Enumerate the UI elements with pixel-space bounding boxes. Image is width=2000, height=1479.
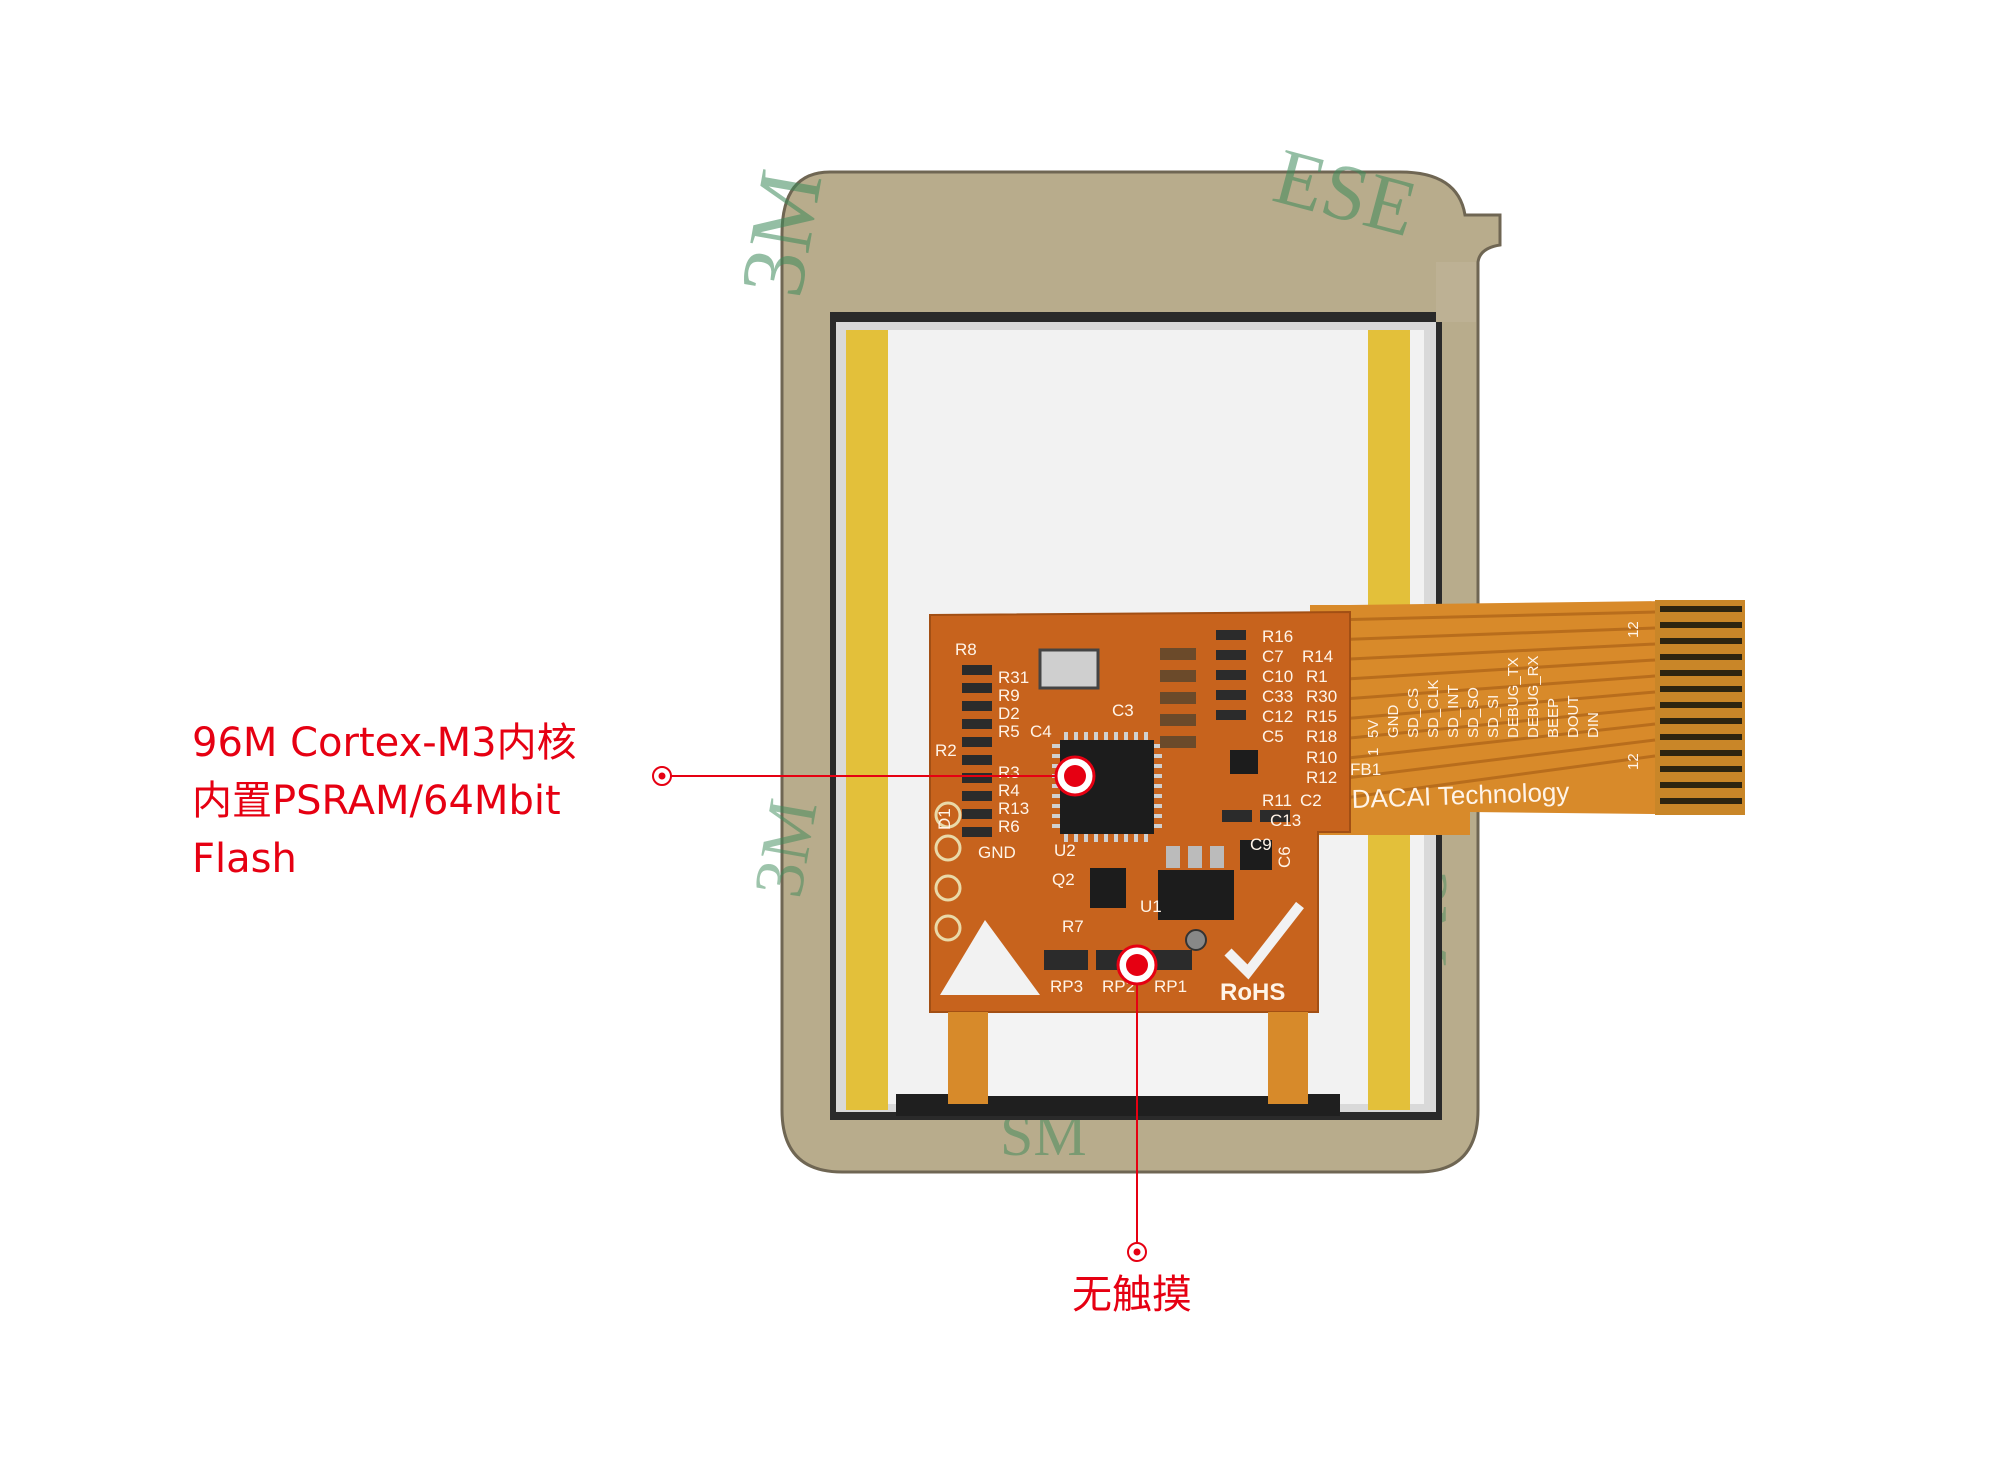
comp-label: R3 (998, 763, 1020, 782)
crystal (1038, 648, 1100, 690)
cpu-annotation: 96M Cortex-M3内核 内置PSRAM/64Mbit Flash (192, 714, 577, 888)
pin-label: GND (1385, 705, 1402, 739)
flex-cable (1310, 600, 1745, 835)
comp-label: C2 (1300, 791, 1322, 810)
comp-label: D2 (998, 704, 1020, 723)
comp-label: R15 (1306, 707, 1337, 726)
cpu-annotation-line: 内置PSRAM/64Mbit (192, 778, 561, 824)
mountain-logo (940, 920, 1040, 995)
svg-text:3M: 3M (722, 163, 841, 303)
comp-label: C13 (1270, 811, 1301, 830)
pin-label: SD_SO (1465, 687, 1482, 738)
comp-label: C4 (1030, 722, 1052, 741)
comp-label: C7 (1262, 647, 1284, 666)
pin-label: DIN (1585, 712, 1602, 738)
comp-label: R10 (1306, 748, 1337, 767)
cpu-annotation-line: 96M Cortex-M3内核 (192, 720, 577, 766)
tape-strip-left (846, 330, 888, 1110)
comp-label: R8 (955, 640, 977, 659)
pin-number: 12 (1625, 621, 1642, 638)
rohs-mark: RoHS (1220, 901, 1304, 1006)
pin-label: SD_CLK (1425, 680, 1442, 738)
comp-label: R6 (998, 817, 1020, 836)
comp-label: R5 (998, 722, 1020, 741)
pin-label: DOUT (1565, 696, 1582, 739)
comp-label: C12 (1262, 707, 1293, 726)
comp-label: R11 (1262, 791, 1292, 810)
comp-label: R1 (1306, 667, 1328, 686)
comp-label: R18 (1306, 727, 1337, 746)
comp-label: C5 (1262, 727, 1284, 746)
comp-label: C6 (1275, 846, 1294, 868)
comp-label: C33 (1262, 687, 1293, 706)
comp-label: R14 (1302, 647, 1333, 666)
test-pads (934, 801, 962, 942)
comp-label: GND (978, 843, 1016, 862)
comp-label: R7 (1062, 917, 1084, 936)
flex-pin-labels: 5V GND SD_CS SD_CLK SD_INT SD_SO SD_SI D… (1365, 621, 1642, 770)
comp-label: RP3 (1050, 977, 1083, 996)
comp-label: D1 (935, 808, 954, 830)
comp-label: R9 (998, 686, 1020, 705)
svg-text:3M: 3M (740, 794, 833, 903)
comp-label: R31 (998, 668, 1029, 687)
callout-touch-pointer (1116, 944, 1158, 1262)
pin-label: DEBUG_RX (1525, 655, 1542, 738)
callout-cpu-pointer (652, 755, 1096, 797)
comp-label: U1 (1140, 897, 1162, 916)
smd-left (962, 665, 992, 837)
comp-label: R30 (1306, 687, 1337, 706)
comp-label: RP1 (1154, 977, 1187, 996)
comp-label: R16 (1262, 627, 1293, 646)
touch-annotation-label: 无触摸 (1072, 1272, 1192, 1318)
touch-annotation: 无触摸 (1072, 1266, 1192, 1324)
pin-label: 5V (1365, 720, 1382, 738)
pin-label: SD_INT (1445, 685, 1462, 738)
comp-label: C3 (1112, 701, 1134, 720)
comp-label: R4 (998, 781, 1020, 800)
pin-number: 12 (1625, 753, 1642, 770)
smd-right (1160, 630, 1290, 822)
comp-label: R12 (1306, 768, 1337, 787)
comp-label: Q2 (1052, 870, 1075, 889)
component-labels: R8 R31 R9 D2 R5 C4 R2 R3 R4 R13 R6 D1 GN… (935, 627, 1381, 996)
comp-label: R2 (935, 741, 957, 760)
cpu-annotation-line: Flash (192, 836, 297, 882)
rohs-label: RoHS (1220, 979, 1285, 1006)
comp-label: R13 (998, 799, 1029, 818)
power-components (1090, 750, 1272, 951)
pin-label: BEEP (1545, 698, 1562, 738)
pin-label: SD_SI (1485, 695, 1502, 738)
comp-label: U2 (1054, 841, 1076, 860)
comp-label: C9 (1250, 835, 1272, 854)
pin-label: SD_CS (1405, 688, 1422, 738)
pin-number: 1 (1365, 748, 1382, 756)
comp-label: FB1 (1350, 760, 1381, 779)
pin-label: DEBUG_TX (1505, 657, 1522, 738)
comp-label: C10 (1262, 667, 1293, 686)
